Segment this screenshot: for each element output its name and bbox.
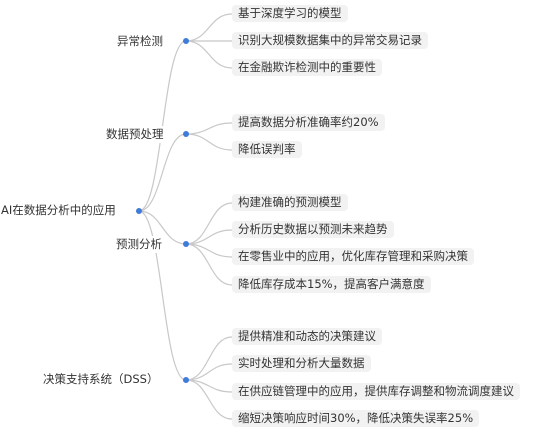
connector-branch-2-leaf-2 [185,133,233,151]
connector-branch-3-leaf-2 [185,229,233,245]
branch-dot-decision-support [183,377,189,383]
connector-branch-3-leaf-4 [185,243,233,286]
leaf-preprocessing-1[interactable]: 提高数据分析准确率约20% [232,114,385,131]
connector-branch-4-leaf-1 [185,336,233,381]
connector-branch-2-leaf-1 [185,122,233,135]
branch-dot-predictive-analytics [183,241,189,247]
leaf-anomaly-1[interactable]: 基于深度学习的模型 [232,5,348,22]
branch-data-preprocessing[interactable]: 数据预处理 [101,126,169,143]
connector-branch-1-leaf-1 [185,13,233,42]
leaf-anomaly-3[interactable]: 在金融欺诈检测中的重要性 [232,59,382,76]
leaf-anomaly-2[interactable]: 识别大规模数据集中的异常交易记录 [232,32,428,49]
leaf-dss-2[interactable]: 实时处理和分析大量数据 [232,355,371,372]
branch-anomaly-detection[interactable]: 异常检测 [112,33,168,50]
branch-decision-support[interactable]: 决策支持系统（DSS） [38,371,164,388]
leaf-dss-3[interactable]: 在供应链管理中的应用，提供库存调整和物流调度建议 [232,383,520,400]
root-dot [136,208,142,214]
leaf-predictive-3[interactable]: 在零售业中的应用，优化库存管理和采购决策 [232,248,474,265]
branch-predictive-analytics[interactable]: 预测分析 [111,236,167,253]
connector-branch-4-leaf-2 [185,363,233,381]
mindmap-root[interactable]: AI在数据分析中的应用 [0,202,121,219]
leaf-predictive-1[interactable]: 构建准确的预测模型 [232,194,348,211]
connector-branch-4-leaf-4 [185,379,233,420]
branch-dot-anomaly-detection [183,38,189,44]
connector-branch-1-leaf-3 [185,40,233,69]
leaf-predictive-2[interactable]: 分析历史数据以预测未来趋势 [232,221,394,238]
connector-root-branch-2 [138,133,187,212]
branch-dot-data-preprocessing [183,131,189,137]
leaf-predictive-4[interactable]: 降低库存成本15%，提高客户满意度 [232,276,431,293]
connector-root-branch-3 [138,210,187,245]
connector-root-branch-4 [138,210,187,381]
leaf-dss-1[interactable]: 提供精准和动态的决策建议 [232,328,382,345]
leaf-preprocessing-2[interactable]: 降低误判率 [232,141,302,158]
leaf-dss-4[interactable]: 缩短决策响应时间30%，降低决策失误率25% [232,410,480,427]
connector-branch-3-leaf-1 [185,202,233,245]
